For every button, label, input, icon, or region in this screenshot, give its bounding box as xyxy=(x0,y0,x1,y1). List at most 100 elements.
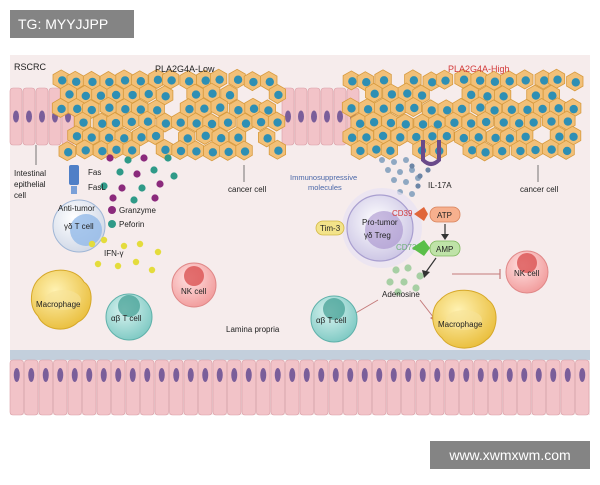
bottom-epithelial-nucleus xyxy=(390,368,397,382)
bottom-epithelial-nucleus xyxy=(550,368,557,382)
perforin-label: Peforin xyxy=(119,220,144,229)
il17a-particle xyxy=(415,183,421,189)
cancer-left-nucleus xyxy=(57,104,66,114)
cancer-right-nucleus xyxy=(569,104,578,114)
cancer-right-nucleus xyxy=(563,117,573,126)
adenosine-particle xyxy=(392,266,400,274)
anti-tumor-label-2: γδ T cell xyxy=(64,222,94,231)
cancer-right-nucleus xyxy=(555,132,564,141)
bottom-epithelial-cell xyxy=(9,359,24,416)
bottom-epithelial-nucleus xyxy=(361,368,368,382)
bottom-epithelial-cell xyxy=(38,359,53,416)
bottom-epithelial-nucleus xyxy=(115,368,122,382)
cancer-left-nucleus xyxy=(192,147,201,156)
cancer-left-nucleus xyxy=(167,76,176,85)
bottom-epithelial-cell xyxy=(560,359,575,416)
top-epithelial-middle-nucleus xyxy=(337,110,343,123)
cancer-right-nucleus xyxy=(386,118,396,128)
bottom-epithelial-nucleus xyxy=(303,368,310,382)
bottom-epithelial-cell xyxy=(517,359,532,416)
cancer-right-nucleus xyxy=(418,120,428,129)
cancer-left-nucleus xyxy=(241,119,251,128)
cancer-left-nucleus xyxy=(240,147,250,156)
cancer-left-nucleus xyxy=(72,132,82,141)
bottom-epithelial-nucleus xyxy=(158,368,165,382)
bottom-epithelial-cell xyxy=(111,359,126,416)
cancer-left-nucleus xyxy=(152,106,162,115)
cancer-right-nucleus xyxy=(475,76,485,85)
cancer-right-nucleus xyxy=(417,91,427,100)
ifn-particle xyxy=(132,258,140,266)
cancer-cell-cluster-right xyxy=(341,68,584,162)
bottom-epithelial-cell xyxy=(314,359,329,416)
fas-receptor-icon xyxy=(69,165,79,185)
il17a-particle xyxy=(417,173,423,179)
cancer-left-nucleus xyxy=(233,75,243,84)
macrophage-right-nucleus xyxy=(446,310,482,330)
immunosuppressive-particle xyxy=(379,157,385,163)
top-epithelial-left-nucleus xyxy=(26,110,32,123)
cancer-left-nucleus xyxy=(201,131,210,141)
cancer-left-nucleus xyxy=(87,133,96,142)
cancer-left-nucleus xyxy=(208,89,217,98)
cancer-right-nucleus xyxy=(531,145,540,155)
ifn-particle xyxy=(94,260,102,268)
bottom-epithelial-cell xyxy=(227,359,242,416)
immunosuppressive-particle xyxy=(391,159,397,165)
granule-particle xyxy=(156,180,164,188)
lamina-propria-label: Lamina propria xyxy=(226,325,280,334)
bottom-epithelial-nucleus xyxy=(71,368,78,382)
cancer-left-nucleus xyxy=(112,145,121,154)
cancer-left-nucleus xyxy=(128,90,137,100)
intestinal-label-1: Intestinal xyxy=(14,169,46,178)
bottom-epithelial-cell xyxy=(53,359,68,416)
bottom-epithelial-nucleus xyxy=(86,368,93,382)
intestinal-label-3: cell xyxy=(14,191,26,200)
cancer-right-nucleus xyxy=(379,76,389,85)
bottom-epithelial-nucleus xyxy=(187,368,194,382)
cancer-left-nucleus xyxy=(215,75,224,84)
cancer-right-nucleus xyxy=(571,78,580,87)
granule-particle xyxy=(151,194,159,202)
cancer-right-nucleus xyxy=(428,132,437,141)
cancer-left-nucleus xyxy=(120,76,130,85)
immunosuppressive-particle xyxy=(385,167,391,173)
granule-particle xyxy=(118,184,126,192)
top-epithelial-left-nucleus xyxy=(39,110,45,123)
cancer-left-nucleus xyxy=(65,90,74,99)
cancer-right-nucleus xyxy=(370,89,379,99)
ab-t-cell-right-nucleus xyxy=(323,298,345,320)
cancer-left-nucleus xyxy=(79,118,88,127)
bottom-epithelial-nucleus xyxy=(274,368,281,382)
top-epithelium-left xyxy=(9,87,75,146)
cancer-right-nucleus xyxy=(412,132,421,142)
cancer-left-nucleus xyxy=(192,119,201,128)
perforin-icon xyxy=(108,220,116,228)
bottom-epithelial-cell xyxy=(67,359,82,416)
bottom-epithelial-cell xyxy=(488,359,503,416)
bottom-epithelial-nucleus xyxy=(477,368,484,382)
cancer-right-nucleus xyxy=(476,103,485,112)
bottom-epithelial-cell xyxy=(256,359,271,416)
cancer-left-nucleus xyxy=(111,118,121,128)
pro-tumor-label-2: γδ Treg xyxy=(364,231,391,240)
cancer-left-nucleus xyxy=(176,146,186,156)
corner-label: RSCRC xyxy=(14,62,47,72)
cancer-right-nucleus xyxy=(499,92,508,101)
cancer-left-nucleus xyxy=(121,104,130,114)
macrophage-left-nucleus xyxy=(45,290,81,310)
bottom-epithelial-nucleus xyxy=(28,368,35,382)
bottom-epithelial-cell xyxy=(183,359,198,416)
cancer-left-nucleus xyxy=(88,77,97,87)
ifn-particle xyxy=(136,240,144,248)
adenosine-particle xyxy=(386,278,394,286)
cancer-right-nucleus xyxy=(523,105,532,115)
cancer-right-nucleus xyxy=(457,104,467,114)
cancer-right-nucleus xyxy=(529,118,538,127)
granule-particle xyxy=(106,154,114,162)
granule-particle xyxy=(150,166,158,174)
ifn-particle xyxy=(114,262,122,270)
cancer-left-nucleus xyxy=(161,92,170,101)
atp-badge xyxy=(429,206,461,223)
